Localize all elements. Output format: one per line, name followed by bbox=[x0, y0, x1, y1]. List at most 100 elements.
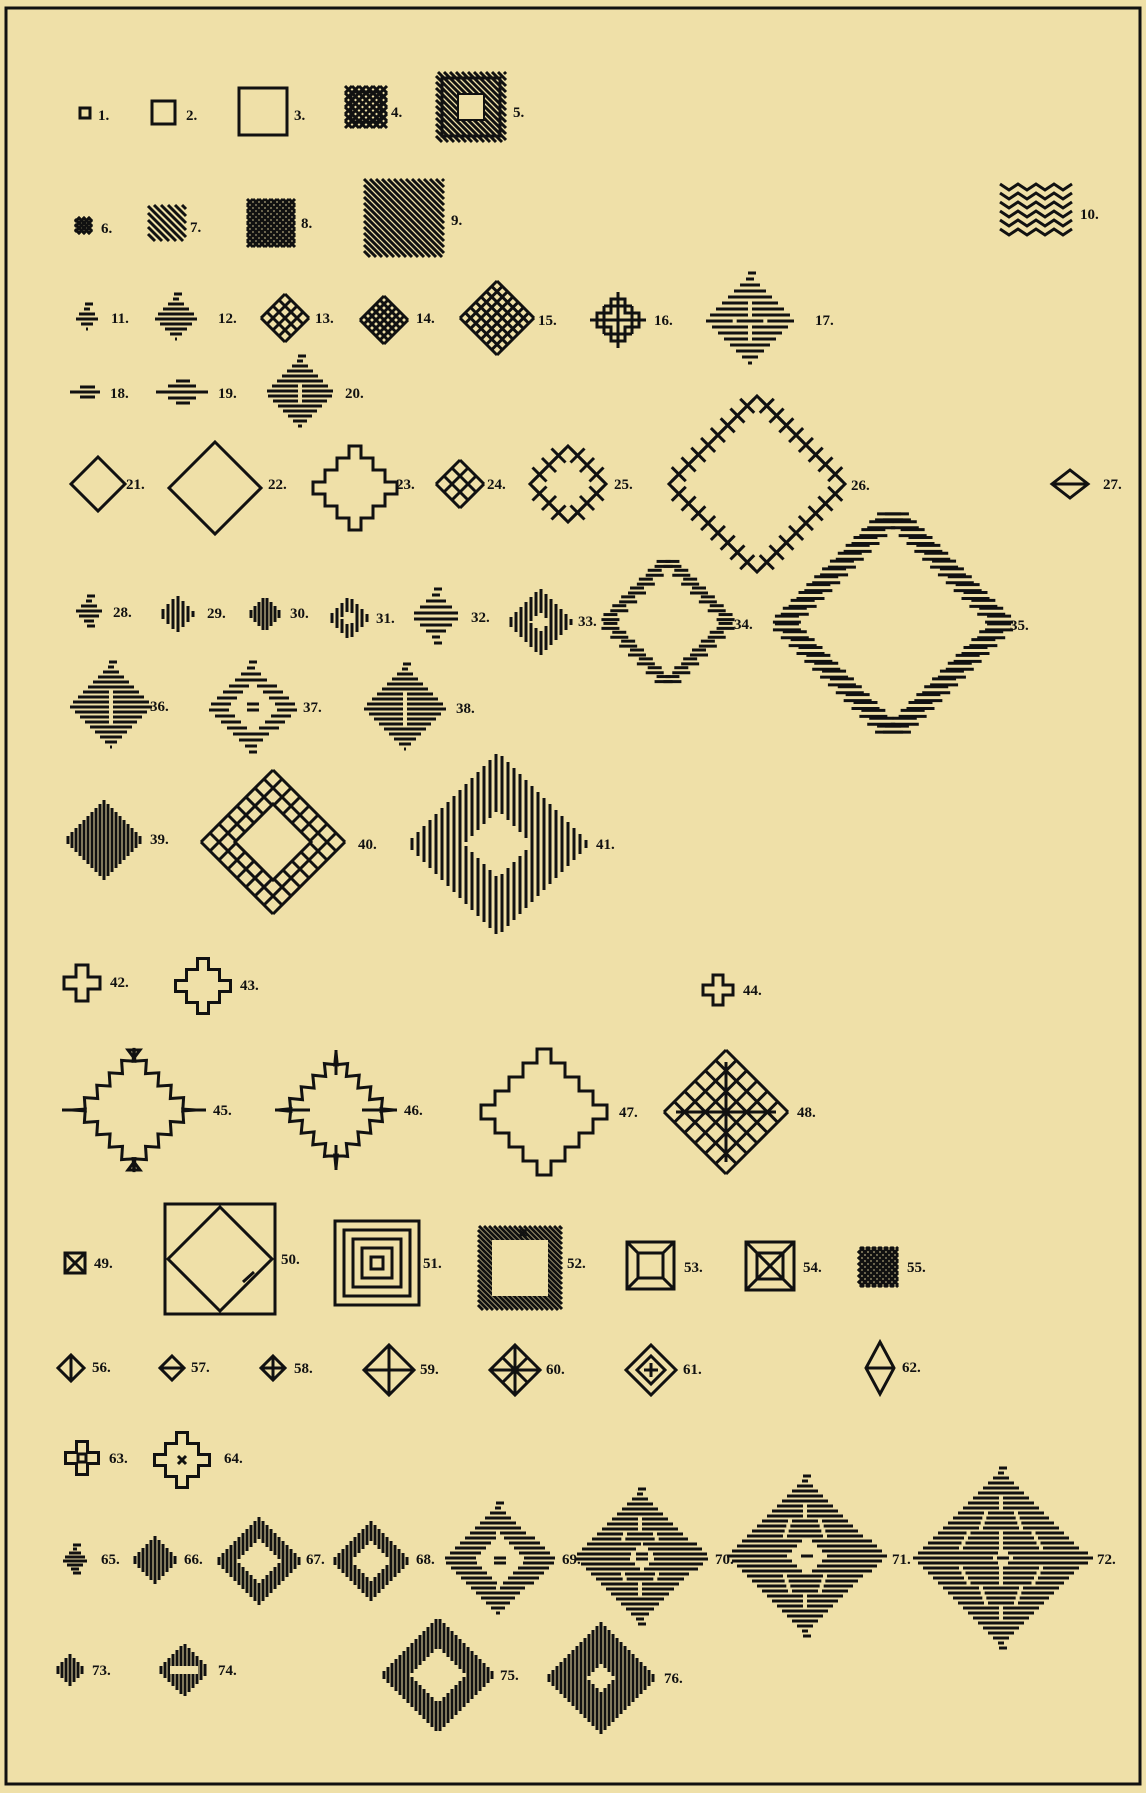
figure-label: 8. bbox=[301, 216, 313, 232]
lattice-diamond-frame-icon bbox=[201, 770, 345, 914]
figure-label: 31. bbox=[376, 611, 395, 627]
figure-42: 42. bbox=[64, 965, 129, 1001]
figure-label: 19. bbox=[218, 386, 237, 402]
figure-1: 1. bbox=[80, 108, 110, 124]
figure-54: 54. bbox=[746, 1242, 822, 1290]
diamond-outline-icon bbox=[71, 457, 125, 511]
figure-65: 65. bbox=[63, 1545, 120, 1573]
vertical-bar-diamond-frame-icon bbox=[219, 1517, 299, 1605]
small-x-diamond-icon bbox=[436, 460, 484, 508]
figure-label: 61. bbox=[683, 1362, 702, 1378]
figure-label: 3. bbox=[294, 108, 306, 124]
vertical-bar-diamond-icon bbox=[511, 589, 571, 655]
boxed-x-icon bbox=[65, 1253, 85, 1273]
diamond-in-square-icon bbox=[165, 1204, 275, 1314]
figure-label: 44. bbox=[743, 983, 762, 999]
figure-label: 27. bbox=[1103, 477, 1122, 493]
tall-diamond-icon bbox=[866, 1342, 894, 1394]
figure-67: 67. bbox=[219, 1517, 325, 1605]
figure-51: 51. bbox=[335, 1221, 442, 1305]
hatched-square-frame-icon bbox=[478, 1226, 562, 1310]
figure-label: 11. bbox=[111, 311, 129, 327]
figure-29: 29. bbox=[163, 596, 226, 632]
figure-7: 7. bbox=[148, 205, 202, 241]
dashed-diamond-frame-icon bbox=[601, 561, 734, 681]
figure-label: 16. bbox=[654, 313, 673, 329]
framed-square-icon bbox=[627, 1242, 674, 1289]
figure-2: 2. bbox=[152, 101, 198, 124]
figure-label: 56. bbox=[92, 1360, 111, 1376]
figure-label: 64. bbox=[224, 1451, 243, 1467]
figure-33: 33. bbox=[511, 589, 597, 655]
figure-label: 55. bbox=[907, 1260, 926, 1276]
vertical-bar-oval-icon bbox=[161, 1644, 205, 1696]
figure-68: 68. bbox=[335, 1521, 435, 1601]
x-diamond-frame-icon bbox=[530, 446, 606, 522]
figure-label: 58. bbox=[294, 1361, 313, 1377]
figure-75: 75. bbox=[384, 1619, 519, 1731]
figure-41: 41. bbox=[412, 754, 615, 934]
dash-bar-icon bbox=[70, 662, 152, 747]
stepped-cross-icon bbox=[703, 975, 733, 1005]
figure-69: 69. bbox=[445, 1503, 581, 1613]
figure-label: 68. bbox=[416, 1552, 435, 1568]
figure-label: 37. bbox=[303, 700, 322, 716]
diamond-star-icon bbox=[490, 1345, 540, 1395]
figure-58: 58. bbox=[261, 1356, 313, 1380]
figure-label: 24. bbox=[487, 477, 506, 493]
figure-45: 45. bbox=[62, 1048, 232, 1172]
figure-label: 74. bbox=[218, 1663, 237, 1679]
figure-label: 30. bbox=[290, 606, 309, 622]
bar-diamond-large-icon bbox=[706, 273, 794, 363]
figure-label: 15. bbox=[538, 313, 557, 329]
figure-label: 21. bbox=[126, 477, 145, 493]
figure-label: 22. bbox=[268, 477, 287, 493]
figure-label: 6. bbox=[101, 221, 113, 237]
figure-36: 36. bbox=[70, 662, 169, 747]
figure-62: 62. bbox=[866, 1342, 921, 1394]
figure-16: 16. bbox=[590, 292, 673, 348]
figure-label: 57. bbox=[191, 1360, 210, 1376]
figure-4: 4. bbox=[345, 86, 403, 128]
figure-label: 25. bbox=[614, 477, 633, 493]
figure-label: 63. bbox=[109, 1451, 128, 1467]
large-x-diamond-frame-icon bbox=[669, 396, 845, 572]
figure-label: 29. bbox=[207, 606, 226, 622]
figure-20: 20. bbox=[267, 356, 364, 426]
figure-label: 26. bbox=[851, 478, 870, 494]
figure-label: 75. bbox=[500, 1668, 519, 1684]
diagonal-stripes-icon bbox=[148, 205, 186, 241]
figure-17: 17. bbox=[706, 273, 834, 363]
figure-label: 23. bbox=[396, 477, 415, 493]
vertical-bar-diamond-icon bbox=[68, 800, 140, 880]
figure-label: 18. bbox=[110, 386, 129, 402]
figure-label: 28. bbox=[113, 605, 132, 621]
figure-57: 57. bbox=[160, 1356, 210, 1380]
figure-60: 60. bbox=[490, 1345, 565, 1395]
figure-63: 63. bbox=[66, 1442, 129, 1475]
figure-15: 15. bbox=[460, 281, 557, 355]
figure-44: 44. bbox=[703, 975, 762, 1005]
small-cross-hatch-icon bbox=[75, 217, 92, 234]
figure-19: 19. bbox=[156, 381, 237, 403]
figure-9: 9. bbox=[364, 179, 463, 257]
figure-label: 42. bbox=[110, 975, 129, 991]
small-bar-diamond-icon bbox=[76, 596, 102, 626]
bar-diamond-icon bbox=[155, 294, 197, 339]
stepped-cross-icon bbox=[176, 959, 231, 1014]
figure-13: 13. bbox=[261, 294, 334, 342]
small-diamond-icon bbox=[1052, 470, 1088, 498]
figure-label: 20. bbox=[345, 386, 364, 402]
figure-label: 52. bbox=[567, 1256, 586, 1272]
figure-label: 32. bbox=[471, 610, 490, 626]
diamond-cross-icon bbox=[261, 1356, 285, 1380]
figure-38: 38. bbox=[364, 664, 475, 749]
figure-label: 36. bbox=[150, 699, 169, 715]
figure-5: 5. bbox=[436, 72, 525, 142]
figure-59: 59. bbox=[364, 1345, 439, 1395]
figure-label: 7. bbox=[190, 220, 202, 236]
figure-label: 67. bbox=[306, 1552, 325, 1568]
small-square-icon bbox=[80, 108, 90, 118]
figure-26: 26. bbox=[669, 396, 870, 572]
